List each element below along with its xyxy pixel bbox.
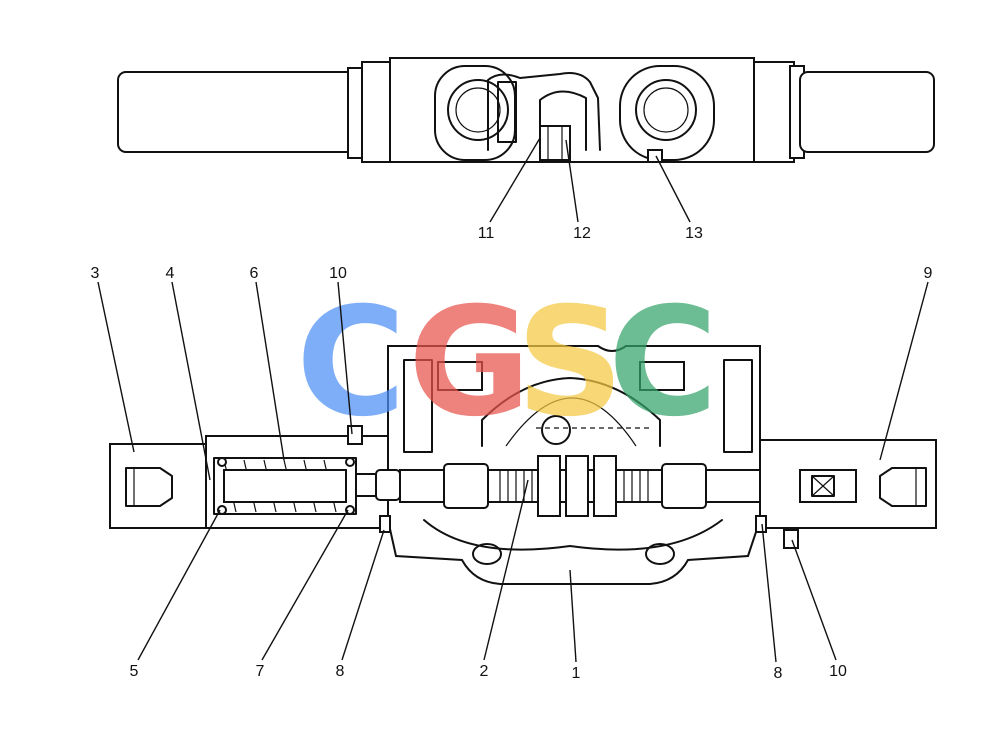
top-view [117, 57, 935, 163]
watermark-letter-s: S [516, 276, 624, 450]
leader-lines [97, 137, 929, 663]
label-8-left: 8 [336, 663, 345, 680]
right-spool-end [799, 469, 857, 503]
label-10-top: 10 [329, 265, 347, 282]
label-1: 1 [572, 665, 581, 682]
label-10-bottom: 10 [829, 663, 847, 680]
label-8-right: 8 [774, 665, 783, 682]
label-2: 2 [480, 663, 489, 680]
left-cap [109, 443, 209, 529]
spool-land-left [443, 463, 489, 509]
label-7: 7 [256, 663, 265, 680]
label-5: 5 [130, 663, 139, 680]
main-section-view [109, 345, 937, 585]
mount-hole-left [472, 543, 502, 565]
top-left-cap [117, 71, 357, 153]
top-plug [647, 149, 663, 163]
top-internal-block [497, 81, 517, 143]
label-3: 3 [91, 265, 100, 282]
watermark-letter-c2: C [608, 276, 718, 450]
right-cap-plug [879, 467, 927, 507]
mount-hole-right [645, 543, 675, 565]
left-plug [437, 361, 483, 391]
spool-center-land-2 [565, 455, 589, 517]
seal-plate-right [783, 529, 799, 549]
label-9: 9 [924, 265, 933, 282]
spring-retainer [223, 469, 347, 503]
lower-gallery [423, 519, 723, 551]
check-valve-hole [541, 415, 571, 445]
top-body-left-step [361, 61, 391, 163]
top-body-right-step [753, 61, 795, 163]
top-poppet-housing [539, 90, 587, 151]
label-13: 13 [685, 225, 703, 242]
top-valve-body [389, 57, 755, 163]
right-port-chamber [723, 359, 753, 453]
part-labels: 11 12 13 3 4 6 10 9 5 7 8 2 1 8 10 [91, 225, 933, 682]
spool-center-land-1 [537, 455, 561, 517]
label-12: 12 [573, 225, 591, 242]
label-6: 6 [250, 265, 259, 282]
left-port-chamber [403, 359, 433, 453]
left-cap-plug [125, 467, 173, 507]
top-poppet [539, 125, 571, 161]
watermark: C G S C [296, 276, 718, 450]
label-11: 11 [478, 225, 495, 242]
right-plug [639, 361, 685, 391]
top-right-cap [799, 71, 935, 153]
central-arch [481, 377, 661, 447]
top-cutaway-outline [487, 72, 601, 151]
watermark-letter-g: G [408, 276, 531, 450]
label-4: 4 [166, 265, 175, 282]
top-right-port [619, 65, 715, 161]
spool-center-land-3 [593, 455, 617, 517]
spool-land-right [661, 463, 707, 509]
central-arch-inner [505, 397, 637, 447]
